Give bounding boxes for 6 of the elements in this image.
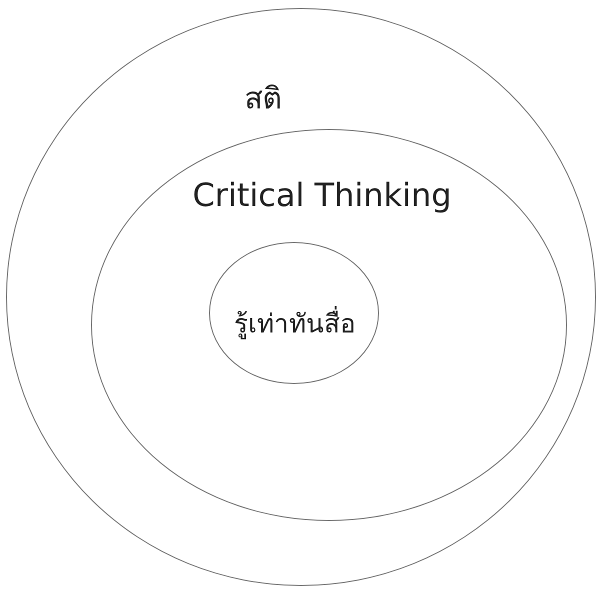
- ring-label: สติ: [244, 80, 282, 118]
- ring-label: รู้เท่าทันสื่อ: [234, 302, 356, 344]
- ellipse-ring: [91, 129, 567, 521]
- ellipse-ring: [6, 8, 596, 586]
- ellipse-ring: [209, 242, 379, 384]
- ring-label: Critical Thinking: [192, 176, 452, 214]
